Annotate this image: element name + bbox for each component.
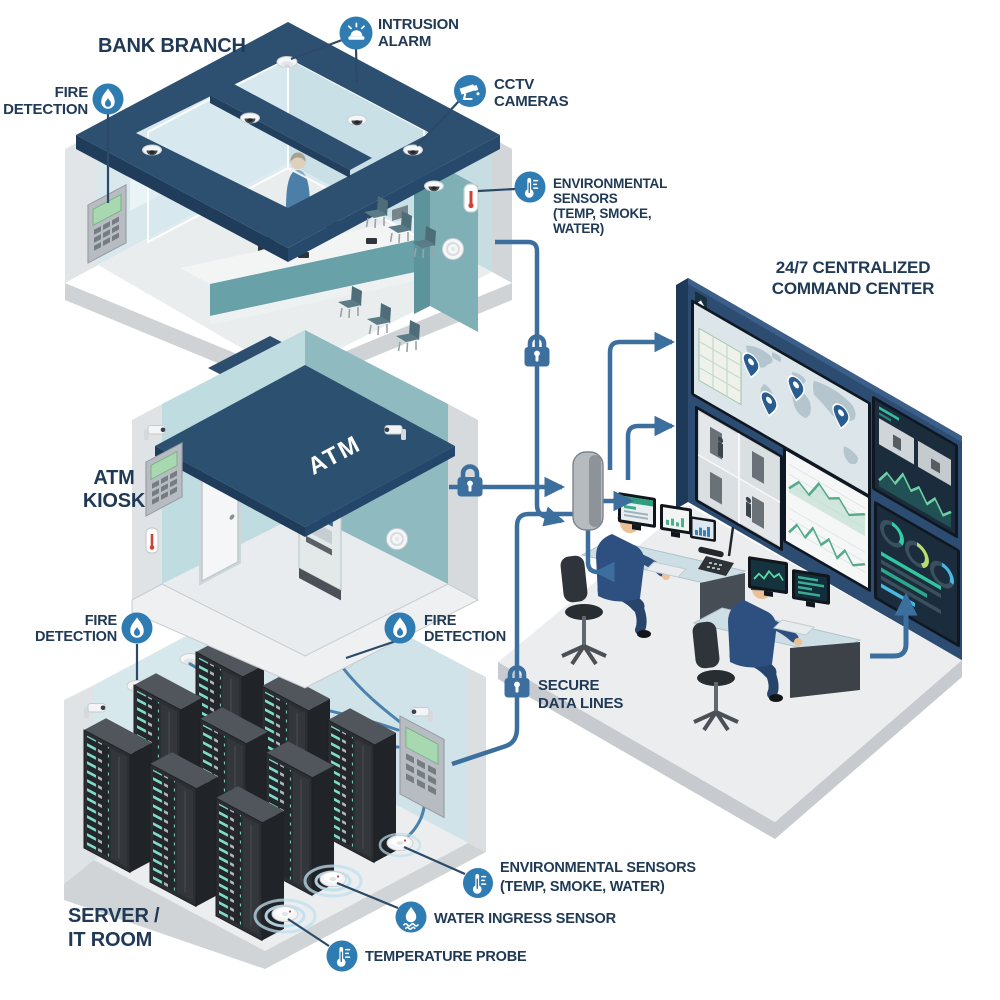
- hub-to-cctv-line: [625, 415, 676, 480]
- labels: BANK BRANCH INTRUSION ALARM CCTV CAMERAS…: [3, 16, 934, 965]
- workstation-monitors: [748, 556, 830, 608]
- thermometer-icon: [463, 868, 493, 898]
- svg-text:CAMERAS: CAMERAS: [494, 93, 569, 110]
- atm-kiosk: ATM: [131, 330, 480, 689]
- dome-camera: [142, 144, 162, 156]
- dome-camera: [347, 114, 367, 126]
- command-center: [498, 278, 962, 839]
- workstation-monitors: [618, 492, 692, 538]
- fire-detection-server-left-label: FIRE: [85, 613, 118, 629]
- svg-text:(TEMP, SMOKE, WATER): (TEMP, SMOKE, WATER): [500, 879, 665, 895]
- desk-phone: [698, 526, 735, 576]
- command-floor-skirt: [498, 660, 962, 839]
- svg-text:ALARM: ALARM: [378, 33, 431, 50]
- flame-icon: [384, 612, 416, 644]
- cctv-grid-screen: [695, 405, 783, 552]
- svg-text:IT ROOM: IT ROOM: [68, 929, 152, 951]
- server-rack: [327, 708, 396, 864]
- atm-kiosk-title: ATM: [93, 467, 134, 489]
- hub-to-map-line: [607, 331, 676, 470]
- bank-branch-room: [65, 22, 512, 400]
- bank-data-line: [495, 239, 566, 527]
- smoke-detector: [385, 527, 409, 551]
- kiosk-keypad-panel: [145, 441, 183, 517]
- cctv-cameras-label: CCTV: [494, 76, 534, 93]
- temperature-probe-label: TEMPERATURE PROBE: [365, 949, 527, 965]
- network-hub: [572, 451, 604, 531]
- thermometer-icon: [514, 171, 546, 203]
- fire-alarm-panel: [87, 183, 127, 264]
- chart-screen: [783, 446, 871, 592]
- flame-icon: [92, 83, 124, 115]
- uplink-arrow: [870, 592, 918, 659]
- server-room-title: SERVER /: [68, 905, 160, 927]
- kiosk-door: [199, 456, 241, 586]
- atm-right-wall-slab: [448, 404, 478, 600]
- atm-roof: ATM: [155, 365, 455, 537]
- thermometer-sensor: [463, 183, 479, 213]
- operator-chair: [560, 555, 607, 666]
- dome-camera: [240, 112, 260, 124]
- server-floor-skirt: [64, 843, 486, 969]
- svg-text:DATA LINES: DATA LINES: [538, 695, 623, 712]
- svg-text:COMMAND CENTER: COMMAND CENTER: [772, 279, 934, 298]
- svg-text:DETECTION: DETECTION: [35, 629, 117, 645]
- fire-detection-bank-label: FIRE: [55, 84, 89, 101]
- server-right-wall-slab: [468, 668, 486, 852]
- svg-text:DETECTION: DETECTION: [424, 629, 506, 645]
- keyboard: [644, 561, 688, 578]
- hub-to-desk-line-2: [585, 530, 615, 583]
- temperature-probe-puck: [253, 898, 317, 934]
- bank-branch-title: BANK BRANCH: [98, 35, 246, 57]
- siren-icon: [339, 16, 373, 50]
- videowall-side-edge: [676, 278, 688, 509]
- water-ingress-sensor-label: WATER INGRESS SENSOR: [434, 911, 617, 927]
- camera-feed-screen: [872, 396, 958, 539]
- callout-connectors: [106, 38, 516, 947]
- server-control-panel: [399, 715, 445, 819]
- intrusion-alarm-label: INTRUSION: [378, 16, 459, 33]
- command-center-title: 24/7 CENTRALIZED: [776, 258, 931, 277]
- server-data-line: [451, 511, 578, 767]
- side-monitor: [690, 516, 716, 542]
- bank-right-wall-slab: [492, 138, 512, 283]
- environmental-sensor-puck: [378, 832, 422, 858]
- server-room: [64, 577, 486, 969]
- server-rack: [149, 752, 218, 908]
- dome-camera: [403, 144, 423, 156]
- svg-text:DETECTION: DETECTION: [3, 101, 88, 118]
- water-drop-icon: [395, 901, 427, 933]
- environmental-sensors-bank-label: ENVIRONMENTAL: [553, 176, 667, 191]
- operator-chair: [692, 621, 739, 732]
- server-rack: [83, 718, 152, 874]
- teller-counter-top: [180, 214, 462, 284]
- dome-camera: [424, 180, 444, 192]
- smoke-detector: [441, 237, 465, 261]
- atm-floor-plinth: [131, 583, 480, 689]
- teller-counter-ledge: [210, 262, 462, 325]
- server-racks: [83, 640, 396, 942]
- flame-icon: [121, 612, 153, 644]
- svg-text:WATER): WATER): [553, 221, 604, 236]
- fire-detection-server-right-label: FIRE: [424, 613, 457, 629]
- thermometer-icon: [326, 940, 358, 972]
- water-ingress-puck: [303, 864, 363, 898]
- thermometer-sensor: [145, 527, 159, 554]
- teller-figure: [286, 152, 310, 208]
- environmental-sensors-server-label: ENVIRONMENTAL SENSORS: [500, 860, 696, 876]
- callout-icons: [92, 16, 546, 972]
- secure-data-lines-label: SECURE: [538, 677, 600, 694]
- svg-text:KIOSK: KIOSK: [83, 490, 146, 512]
- svg-text:SENSORS: SENSORS: [553, 191, 618, 206]
- cctv-camera-icon: [454, 75, 486, 107]
- teller-counter-front: [210, 230, 462, 316]
- map-screen: [691, 299, 871, 498]
- waiting-chair: [395, 319, 421, 353]
- svg-text:(TEMP, SMOKE,: (TEMP, SMOKE,: [553, 206, 651, 221]
- keyboard: [772, 619, 816, 636]
